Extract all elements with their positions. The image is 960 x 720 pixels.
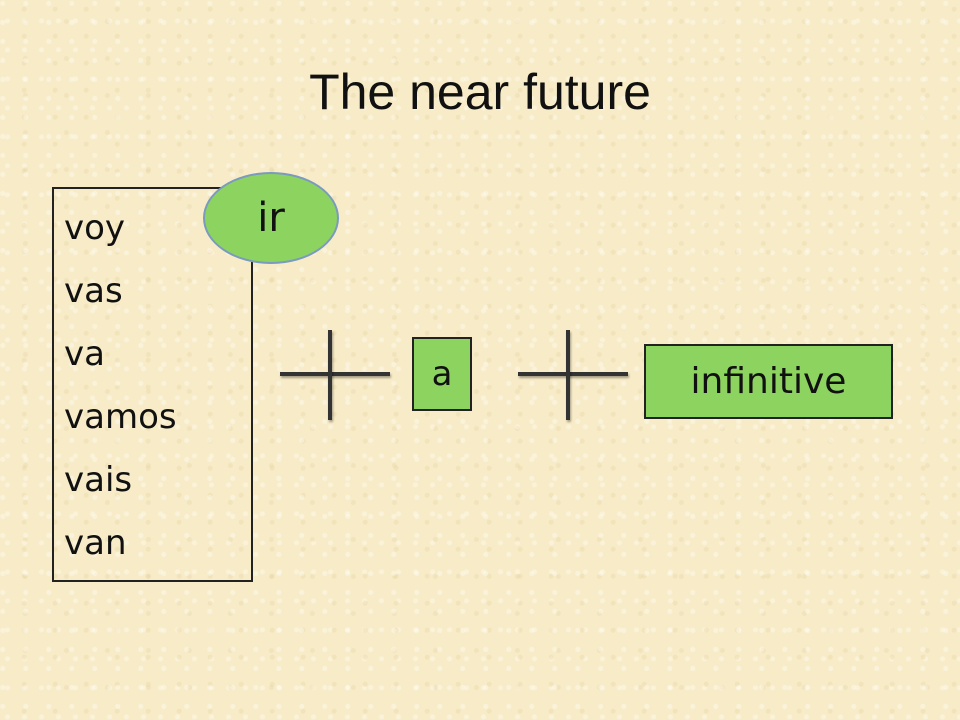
conjugation-vais: vais [64, 460, 133, 500]
infinitive-box: infinitive [644, 344, 893, 419]
conjugation-va: va [64, 334, 105, 374]
ir-bubble: ir [203, 172, 339, 264]
plus-icon [280, 330, 390, 420]
conjugation-voy: voy [64, 208, 126, 248]
conjugation-vas: vas [64, 271, 123, 311]
plus-icon [518, 330, 628, 420]
conjugation-van: van [64, 523, 127, 563]
conjugation-vamos: vamos [64, 397, 177, 437]
slide-title: The near future [309, 64, 651, 120]
conjugation-list: voy vas va vamos vais van [64, 197, 177, 575]
conjugation-box: voy vas va vamos vais van [52, 187, 253, 582]
a-box: a [412, 337, 472, 411]
